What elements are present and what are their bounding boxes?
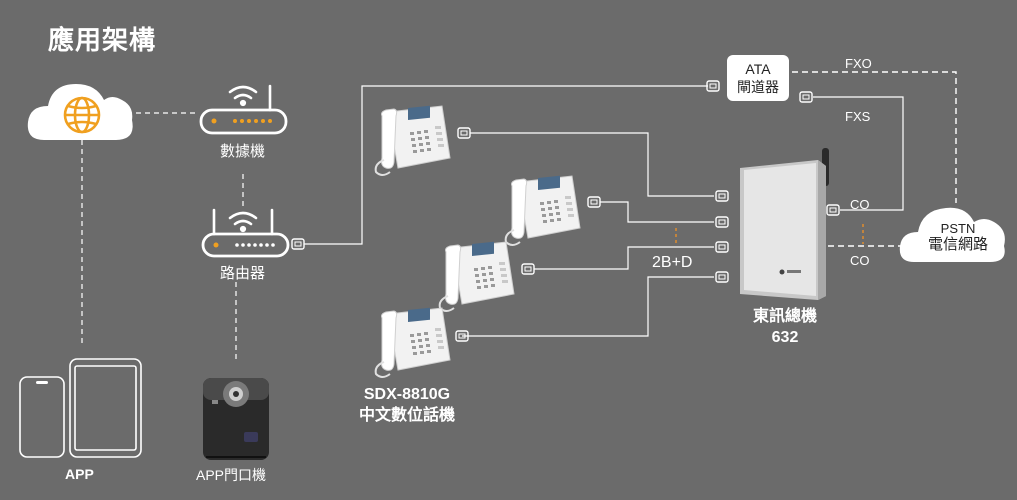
co-label-lower: CO (850, 253, 870, 268)
router-label: 路由器 (220, 265, 266, 282)
pstn-label: PSTN 電信網路 (912, 221, 1004, 253)
ata-gateway: ATA 閘道器 (727, 55, 789, 101)
app-label: APP (65, 466, 94, 482)
phone-description: 中文數位話機 (358, 407, 455, 424)
ata-line1: ATA (745, 61, 771, 77)
wifi-icon (228, 211, 258, 233)
pstn-line1: PSTN (940, 221, 976, 236)
wifi-icon (228, 85, 258, 107)
phone-model-label: SDX-8810G 中文數位話機 (352, 384, 462, 426)
pbx-name: 東訊總機 (752, 308, 817, 325)
globe-icon (63, 96, 101, 134)
pbx-model: 632 (771, 329, 799, 346)
ata-line2: 閘道器 (737, 79, 779, 95)
tablet-icon (69, 358, 142, 458)
modem (199, 84, 288, 135)
fxs-label: FXS (845, 109, 871, 124)
accent-ticks (675, 224, 864, 244)
phone-icon (374, 306, 451, 378)
phone-icon (504, 174, 581, 246)
pstn-cloud (899, 207, 1005, 262)
phone-model: SDX-8810G (363, 386, 451, 403)
door-camera-label: APP門口機 (196, 467, 267, 483)
modem-label: 數據機 (220, 143, 266, 160)
smartphone-icon (19, 376, 65, 458)
door-camera-icon (203, 378, 269, 460)
pstn-line2: 電信網路 (927, 236, 988, 253)
co-label-upper: CO (850, 197, 870, 212)
router (201, 208, 290, 258)
phone-icon (374, 104, 451, 176)
trunk-label: 2B+D (652, 254, 693, 271)
page-title: 應用架構 (48, 25, 157, 55)
fxo-label: FXO (845, 56, 872, 71)
internet-cloud (27, 84, 133, 140)
pbx-unit (740, 148, 829, 300)
phone-icon (438, 240, 515, 312)
pbx-label: 東訊總機 632 (740, 306, 830, 348)
connection-lines (81, 71, 957, 362)
